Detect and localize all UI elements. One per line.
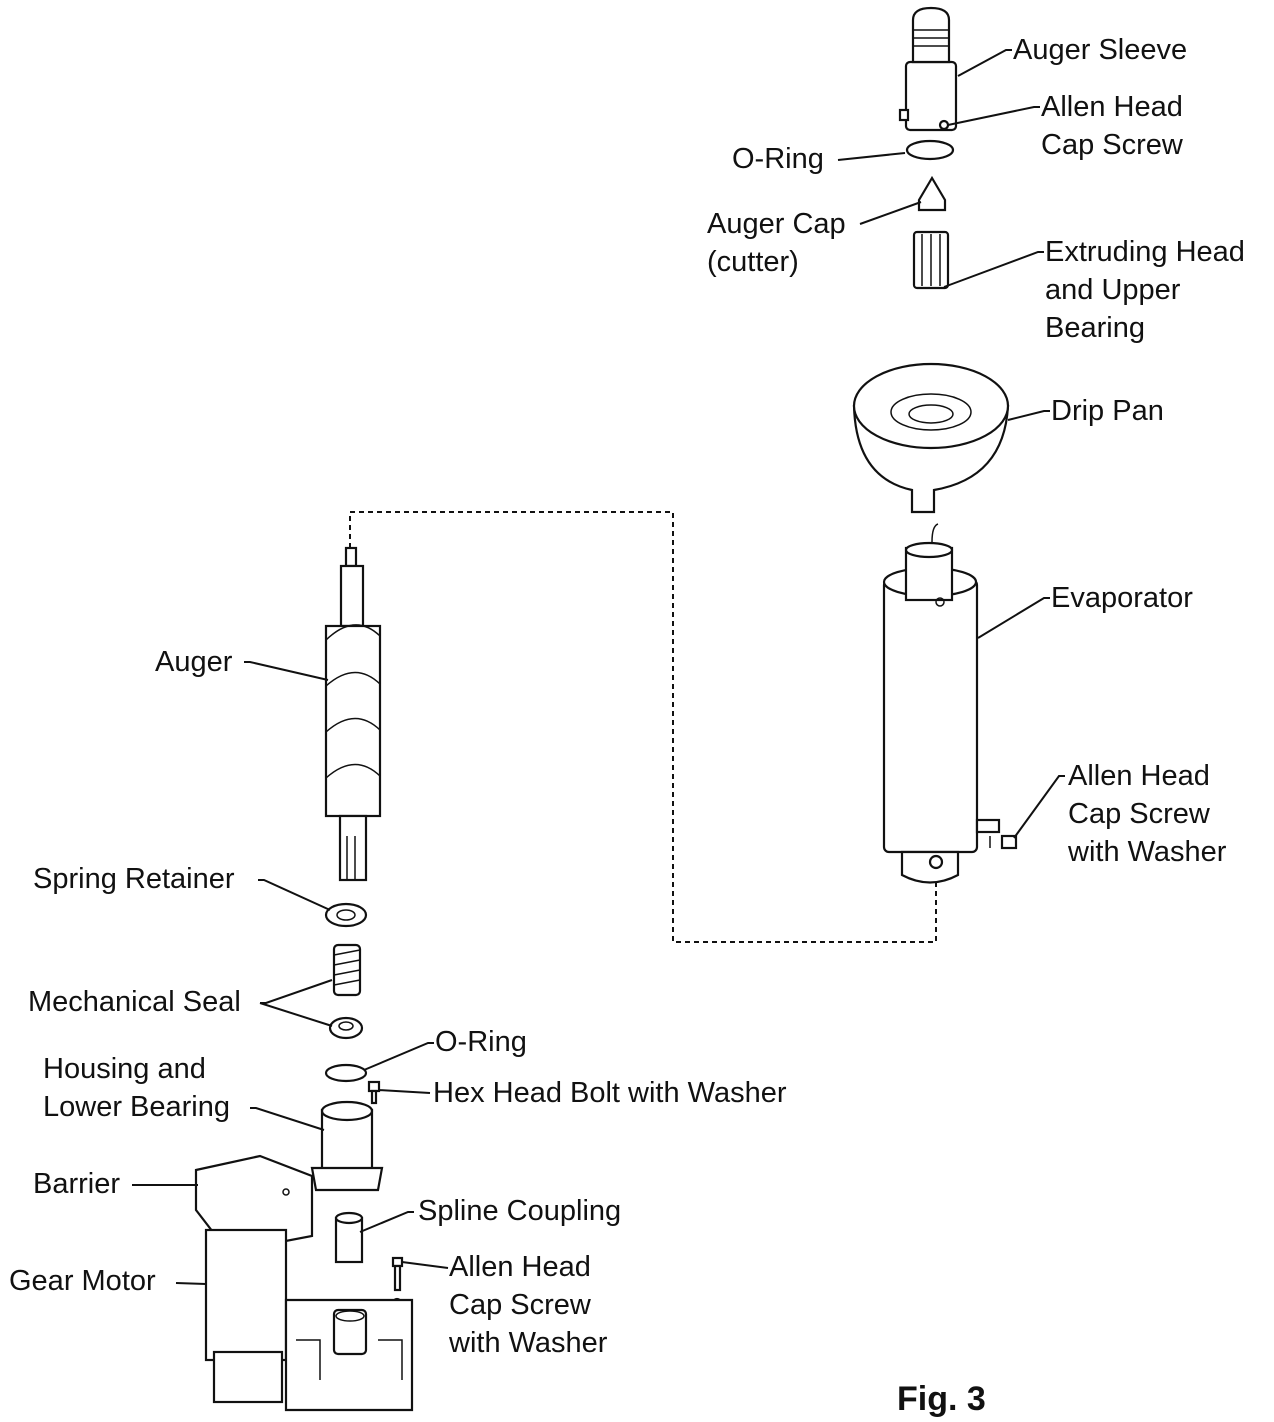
label-extruding-head: Extruding Head and Upper Bearing [1045, 236, 1245, 344]
o-ring-bottom-part [324, 1063, 368, 1083]
auger-sleeve-part [898, 6, 958, 132]
label-auger-sleeve: Auger Sleeve [1013, 34, 1188, 66]
housing-lower-bearing-part [310, 1100, 384, 1192]
o-ring-top-part [905, 139, 955, 161]
hex-head-bolt-part [367, 1080, 381, 1105]
label-allen-head-evaporator: Allen Head Cap Screw with Washer [1068, 760, 1227, 868]
label-drip-pan: Drip Pan [1051, 395, 1164, 427]
assembly-dashed-path [349, 511, 937, 943]
label-allen-head-gear-motor: Allen Head Cap Screw with Washer [449, 1251, 608, 1359]
label-allen-head-top: Allen Head Cap Screw [1041, 91, 1183, 161]
label-auger: Auger [155, 646, 233, 678]
extruding-head-part [912, 230, 950, 290]
label-housing-lower-bearing: Housing and Lower Bearing [43, 1053, 230, 1123]
label-o-ring-top: O-Ring [732, 143, 824, 175]
label-hex-head-bolt: Hex Head Bolt with Washer [433, 1077, 787, 1109]
label-spline-coupling: Spline Coupling [418, 1195, 622, 1227]
label-evaporator: Evaporator [1051, 582, 1193, 614]
figure-label: Fig. 3 [897, 1380, 986, 1418]
leader-lines [132, 49, 1065, 1285]
spline-coupling-part [334, 1211, 364, 1264]
label-mechanical-seal: Mechanical Seal [28, 986, 241, 1018]
label-o-ring-bottom: O-Ring [435, 1026, 527, 1058]
label-spring-retainer: Spring Retainer [33, 863, 235, 895]
evaporator-allen-screw-part [989, 834, 1018, 850]
auger-part [324, 546, 382, 882]
label-gear-motor: Gear Motor [9, 1265, 156, 1297]
auger-cap-part [917, 175, 947, 212]
mechanical-seal-part [328, 943, 364, 1040]
label-auger-cap: Auger Cap (cutter) [707, 208, 846, 278]
evaporator-part [882, 523, 1001, 884]
drip-pan-part [852, 362, 1010, 514]
gear-motor-part [194, 1154, 414, 1412]
spring-retainer-part [324, 902, 368, 928]
label-barrier: Barrier [33, 1168, 121, 1200]
